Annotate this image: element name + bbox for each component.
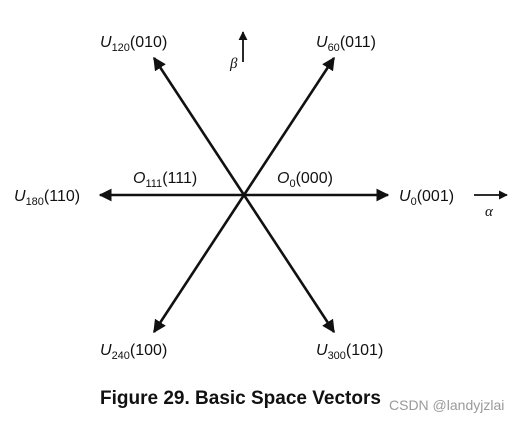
vector-u240-arrow	[152, 194, 246, 334]
watermark: CSDN @landyjzlai	[389, 397, 505, 413]
figure-caption: Figure 29. Basic Space Vectors	[100, 388, 381, 409]
vector-u60-arrow	[242, 56, 336, 196]
alpha-axis-label: α	[485, 204, 494, 220]
null-vector-o0-label: O0(000)	[277, 170, 333, 190]
null-vector-o111-label: O111(111)	[133, 170, 197, 190]
beta-axis-label: β	[229, 56, 238, 72]
vector-u300-arrow	[242, 194, 336, 334]
vector-u180-label: U180(110)	[14, 188, 80, 208]
vector-u300-label: U300(101)	[316, 342, 383, 362]
vector-u60-label: U60(011)	[316, 34, 376, 54]
vector-u120-arrow	[152, 56, 246, 196]
vector-u240-label: U240(100)	[100, 342, 167, 362]
vector-u120-label: U120(010)	[100, 34, 167, 54]
vector-u0-label: U0(001)	[399, 188, 454, 208]
